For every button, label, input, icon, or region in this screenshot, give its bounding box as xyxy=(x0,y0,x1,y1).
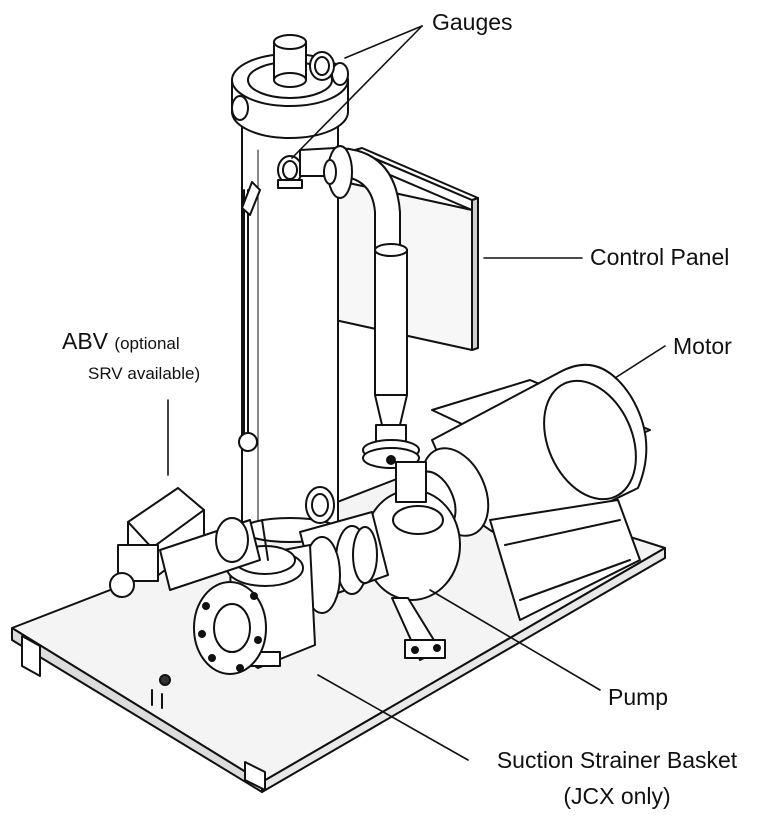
pump xyxy=(363,461,461,661)
abv-valve xyxy=(109,487,261,598)
upper-gauge-icon xyxy=(309,51,335,81)
label-suction-strainer-line2: (JCX only) xyxy=(563,783,671,809)
label-pump: Pump xyxy=(608,684,669,710)
label-control-panel: Control Panel xyxy=(590,244,730,270)
label-abv-note-line1: (optional xyxy=(114,334,180,353)
side-gauge-icon xyxy=(305,486,335,524)
label-abv-note-line2: SRV available) xyxy=(88,364,201,383)
label-abv: ABV (optional xyxy=(62,327,180,358)
motor xyxy=(413,363,651,621)
column-top-head xyxy=(231,34,349,139)
leader-lines xyxy=(167,25,666,761)
sight-tube xyxy=(238,181,261,452)
lower-gauge-icon xyxy=(277,155,303,189)
discharge-pipe xyxy=(299,145,420,469)
label-motor: Motor xyxy=(673,333,732,359)
label-suction-strainer-line1: Suction Strainer Basket xyxy=(496,747,738,773)
label-abv-main: ABV xyxy=(62,328,109,354)
label-gauges: Gauges xyxy=(432,9,513,35)
